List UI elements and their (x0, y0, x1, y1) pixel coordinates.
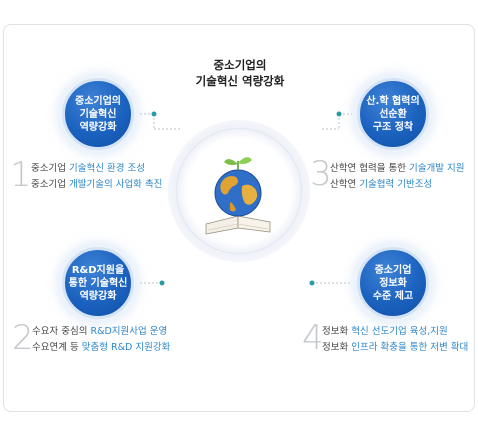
item-3-line-2-highlight: 기술협력 기반조성 (359, 179, 433, 190)
item-3-line-2: 산학연 기술협력 기반조성 (330, 177, 464, 193)
item-1-line-2-highlight: 개발기술의 사업화 촉진 (68, 179, 163, 190)
connector-dot-2 (159, 280, 165, 286)
badge-item-3: 산.학 협력의 선순환 구조 정착 (357, 78, 429, 150)
item-3-line-1-highlight: 기술개발 지원 (408, 163, 465, 174)
item-4-line-1-highlight: 혁신 선도기업 육성,지원 (351, 326, 448, 337)
item-number-2: 2 (12, 318, 34, 358)
center-title-line2: 기술혁신 역량강화 (195, 74, 285, 88)
globe-with-book-and-sprout-icon (205, 157, 271, 235)
badge-3-line3: 구조 정착 (372, 121, 414, 133)
badge-2-line2: 통한 기술혁신 (68, 277, 128, 289)
item-3-line-1-prefix: 산학연 협력을 통한 (330, 163, 409, 174)
item-1-line-1: 중소기업 기술혁신 환경 조성 (31, 161, 162, 177)
item-1-line-1-prefix: 중소기업 (31, 163, 69, 174)
badge-4-line3: 수준 제고 (372, 290, 414, 302)
badge-4-line1: 중소기업 (374, 264, 412, 276)
item-description-3: 산학연 협력을 통한 기술개발 지원 산학연 기술협력 기반조성 (330, 161, 464, 193)
badge-3-line2: 선순환 (379, 108, 407, 120)
item-1-line-1-highlight: 기술혁신 환경 조성 (68, 163, 145, 174)
item-3-line-2-prefix: 산학연 (330, 179, 360, 190)
item-1-line-2-prefix: 중소기업 (31, 179, 69, 190)
item-3-line-1: 산학연 협력을 통한 기술개발 지원 (330, 161, 464, 177)
badge-3-line1: 산.학 협력의 (366, 95, 420, 107)
item-4-line-2: 정보화 인프라 확충을 통한 저변 확대 (322, 340, 468, 356)
badge-1-line3: 역량강화 (79, 121, 117, 133)
item-2-line-2: 수요연계 등 맞춤형 R&D 지원강화 (32, 340, 170, 356)
connector-dot-1 (151, 111, 157, 117)
item-description-4: 정보화 혁신 선도기업 육성,지원 정보화 인프라 확충을 통한 저변 확대 (322, 324, 468, 356)
item-4-line-2-highlight: 인프라 확충을 통한 저변 확대 (351, 342, 469, 353)
center-title: 중소기업의 기술혁신 역량강화 (170, 57, 310, 89)
item-2-line-1-highlight: R&D지원사업 운영 (90, 326, 168, 337)
item-2-line-2-prefix: 수요연계 등 (32, 342, 82, 353)
item-4-line-2-prefix: 정보화 (322, 342, 352, 353)
connector-dot-4 (309, 280, 315, 286)
badge-item-1: 중소기업의 기술혁신 역량강화 (62, 78, 134, 150)
badge-1-line2: 기술혁신 (79, 108, 117, 120)
center-title-line1: 중소기업의 (213, 58, 267, 72)
item-number-3: 3 (310, 154, 332, 194)
item-2-line-2-highlight: 맞춤형 R&D 지원강화 (81, 342, 171, 353)
badge-1-line1: 중소기업의 (75, 95, 121, 107)
item-description-1: 중소기업 기술혁신 환경 조성 중소기업 개발기술의 사업화 촉진 (31, 161, 162, 193)
item-4-line-1-prefix: 정보화 (322, 326, 352, 337)
connector-dot-3 (336, 111, 342, 117)
item-2-line-1-prefix: 수요자 중심의 (32, 326, 91, 337)
hub-ring (176, 128, 302, 254)
item-number-4: 4 (302, 318, 324, 358)
badge-item-2: R&D지원을 통한 기술혁신 역량강화 (62, 247, 134, 319)
badge-item-4: 중소기업 정보화 수준 제고 (357, 247, 429, 319)
item-2-line-1: 수요자 중심의 R&D지원사업 운영 (32, 324, 170, 340)
item-1-line-2: 중소기업 개발기술의 사업화 촉진 (31, 177, 162, 193)
item-4-line-1: 정보화 혁신 선도기업 육성,지원 (322, 324, 468, 340)
badge-2-line3: 역량강화 (79, 290, 117, 302)
item-description-2: 수요자 중심의 R&D지원사업 운영 수요연계 등 맞춤형 R&D 지원강화 (32, 324, 170, 356)
item-number-1: 1 (10, 155, 32, 195)
badge-4-line2: 정보화 (379, 277, 407, 289)
center-hub (168, 120, 310, 262)
badge-2-line1: R&D지원을 (71, 264, 125, 276)
